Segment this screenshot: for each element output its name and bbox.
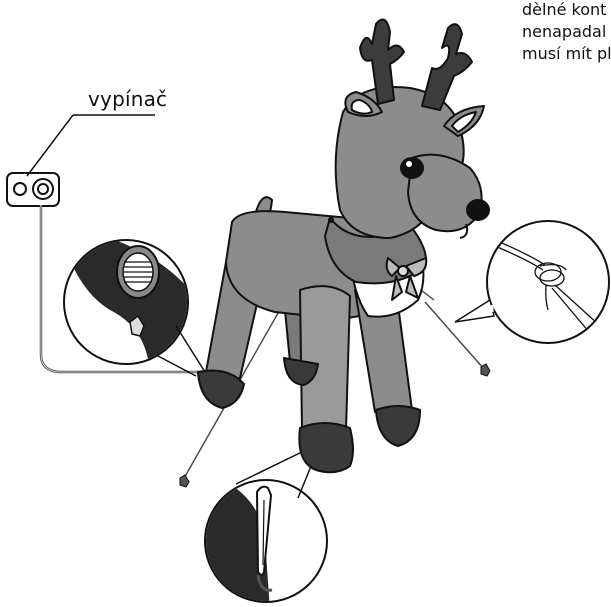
tether-attachment (328, 217, 334, 223)
note-line-1: dèlné kont (522, 0, 606, 19)
fan-vent-icon (117, 246, 159, 298)
note-line-2: nenapadal (522, 22, 606, 41)
switch-box-icon (7, 173, 59, 206)
ground-stake-left (180, 475, 189, 487)
ground-stake-right (481, 364, 490, 376)
fan-vent-detail (64, 230, 200, 380)
stake-detail (200, 470, 327, 603)
reindeer-figure (198, 20, 489, 473)
switch-label: vypínač (88, 87, 167, 111)
note-line-3: musí mít pl (522, 44, 611, 63)
knot-detail (487, 221, 610, 345)
switch-leader-diagonal (27, 115, 73, 176)
